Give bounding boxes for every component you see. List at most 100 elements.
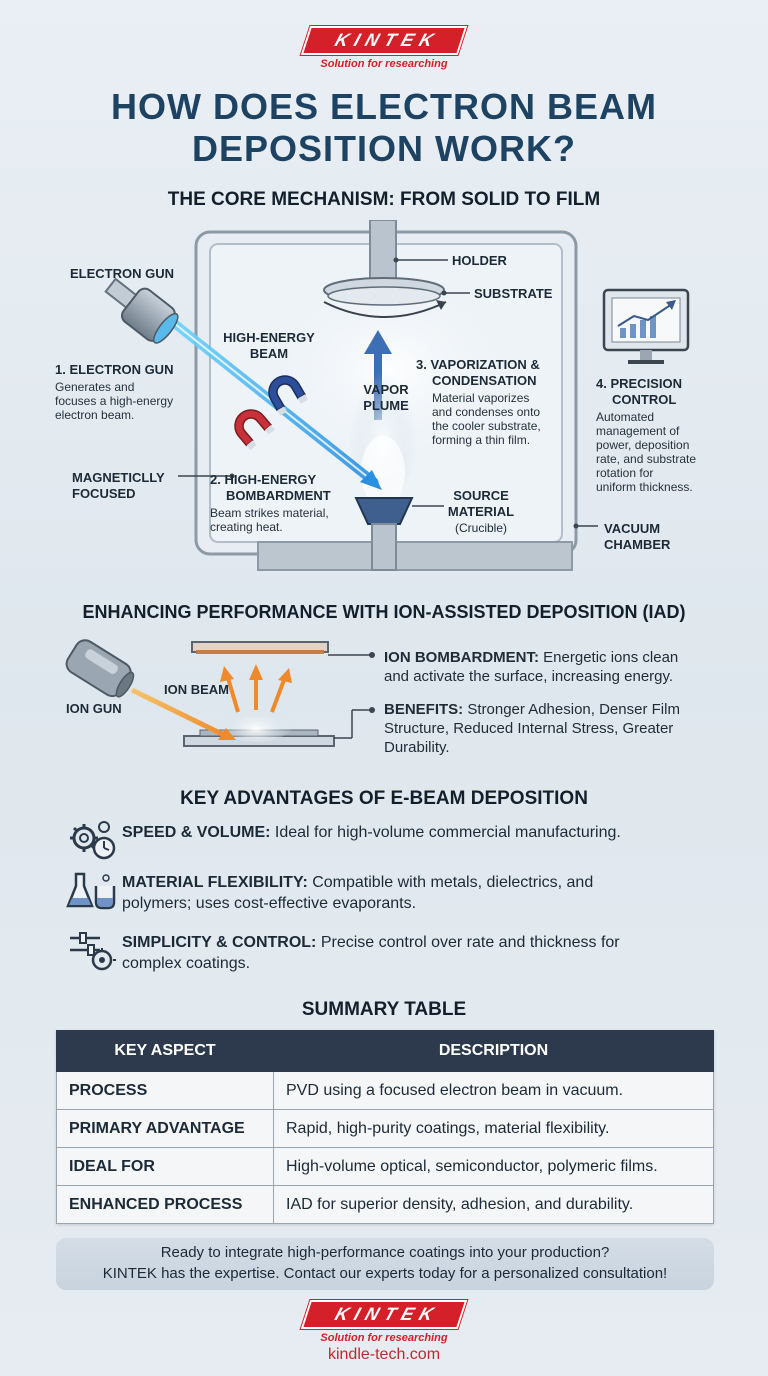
magnet-label-line-1: MAGNETICLLY — [72, 470, 165, 485]
table-cell-aspect: PRIMARY ADVANTAGE — [56, 1109, 274, 1148]
ion-gun-icon — [65, 639, 135, 698]
step-3-desc-line: and condenses onto — [432, 405, 541, 419]
advantages-heading: KEY ADVANTAGES OF E-BEAM DEPOSITION — [180, 788, 588, 809]
ion-bombardment-line: Energetic ions clean — [539, 649, 679, 666]
step-1-electron-gun: 1. ELECTRON GUN Generates and focuses a … — [55, 362, 205, 422]
benefits-text: BENEFITS: Stronger Adhesion, Denser Film… — [384, 700, 734, 757]
logo-wordmark: KINTEK — [300, 1300, 468, 1329]
gears-clock-icon — [70, 821, 116, 860]
logo-tagline: Solution for researching — [320, 1332, 448, 1344]
kintek-logo-bottom[interactable]: KINTEK Solution for researching — [300, 1300, 468, 1344]
ion-beam-label: ION BEAM — [164, 682, 229, 697]
advantage-material-title: MATERIAL FLEXIBILITY: — [122, 874, 308, 891]
step-4-desc-line: rate, and substrate — [596, 452, 697, 466]
electron-gun-label: ELECTRON GUN — [70, 266, 174, 281]
magnet-icon-lower — [234, 409, 275, 451]
advantage-material-flexibility: MATERIAL FLEXIBILITY: Compatible with me… — [66, 868, 726, 914]
step-4-desc: Automated management of power, depositio… — [596, 410, 726, 494]
table-row: IDEAL FOR High-volume optical, semicondu… — [56, 1147, 714, 1186]
magnet-label-line-2: FOCUSED — [72, 486, 136, 501]
iad-heading: ENHANCING PERFORMANCE WITH ION-ASSISTED … — [82, 602, 686, 622]
advantage-material-text: MATERIAL FLEXIBILITY: Compatible with me… — [122, 868, 593, 914]
vacuum-label-line-2: CHAMBER — [604, 537, 671, 552]
step-2-bombardment: 2. HIGH-ENERGY BOMBARDMENT Beam strikes … — [210, 472, 360, 534]
table-row: PRIMARY ADVANTAGE Rapid, high-purity coa… — [56, 1109, 714, 1148]
core-mechanism-heading: THE CORE MECHANISM: FROM SOLID TO FILM — [167, 189, 601, 210]
page-title-line-2: DEPOSITION WORK? — [192, 128, 576, 169]
cta-banner[interactable]: Ready to integrate high-performance coat… — [56, 1238, 714, 1290]
step-1-desc: Generates and focuses a high-energy elec… — [55, 380, 205, 422]
advantage-speed-volume: SPEED & VOLUME: Ideal for high-volume co… — [66, 818, 726, 862]
step-3-title-line-2: CONDENSATION — [432, 373, 537, 388]
summary-heading: SUMMARY TABLE — [301, 999, 467, 1020]
website-link[interactable]: kindle-tech.com — [327, 1346, 441, 1363]
step-4-desc-line: management of — [596, 424, 680, 438]
step-3-title-line-1: 3. VAPORIZATION & — [416, 357, 540, 372]
advantage-simplicity-text: SIMPLICITY & CONTROL: Precise control ov… — [122, 928, 620, 974]
advantage-speed-desc: Ideal for high-volume commercial manufac… — [270, 824, 621, 841]
benefits-title: BENEFITS: — [384, 701, 464, 718]
step-1-desc-line: electron beam. — [55, 408, 135, 422]
table-cell-aspect: ENHANCED PROCESS — [56, 1185, 274, 1224]
logo-tagline: Solution for researching — [320, 58, 448, 70]
holder-label: HOLDER — [452, 253, 507, 268]
vapor-label-line-1: VAPOR — [363, 382, 409, 397]
table-cell-description: IAD for superior density, adhesion, and … — [273, 1185, 714, 1224]
benefits-line: Stronger Adhesion, Denser Film — [463, 701, 680, 718]
ion-bombardment-line: and activate the surface, increasing ene… — [384, 668, 674, 685]
table-header-row: KEY ASPECT DESCRIPTION — [56, 1030, 714, 1072]
table-row: ENHANCED PROCESS IAD for superior densit… — [56, 1185, 714, 1224]
ion-bombardment-text: ION BOMBARDMENT: Energetic ions clean an… — [384, 648, 734, 686]
step-1-title: 1. ELECTRON GUN — [55, 362, 174, 377]
table-cell-aspect: IDEAL FOR — [56, 1147, 274, 1186]
magnet-icon-upper — [268, 375, 308, 416]
step-3-desc-line: Material vaporizes — [432, 391, 530, 405]
table-cell-description: High-volume optical, semiconductor, poly… — [273, 1147, 714, 1186]
advantage-simplicity-desc: complex coatings. — [122, 955, 251, 972]
summary-table: KEY ASPECT DESCRIPTION PROCESS PVD using… — [56, 1030, 714, 1224]
benefits-line: Durability. — [384, 739, 450, 756]
crucible — [354, 497, 414, 525]
step-2-title-line-2: BOMBARDMENT — [226, 488, 331, 503]
step-4-title-line-2: CONTROL — [612, 392, 677, 407]
ion-beam-arrow — [130, 687, 228, 739]
logo-wordmark: KINTEK — [300, 26, 468, 55]
vapor-arrow — [364, 330, 392, 354]
vacuum-chamber-label: VACUUM CHAMBER — [604, 521, 670, 553]
step-3-desc: Material vaporizes and condenses onto th… — [416, 391, 566, 447]
step-4-title-line-1: 4. PRECISION — [596, 376, 682, 391]
cta-line-2: KINTEK has the expertise. Contact our ex… — [102, 1265, 668, 1282]
source-label-line-1: SOURCE — [453, 488, 509, 503]
high-energy-beam-label: HIGH-ENERGY BEAM — [214, 330, 324, 362]
step-4-desc-line: power, deposition — [596, 438, 690, 452]
step-1-desc-line: focuses a high-energy — [55, 394, 174, 408]
kintek-logo-top: KINTEK Solution for researching — [300, 26, 468, 70]
sliders-target-icon — [70, 932, 116, 971]
ebeam-diagram — [104, 220, 690, 571]
beam-label-line-1: HIGH-ENERGY — [223, 330, 315, 345]
step-2-desc: Beam strikes material, creating heat. — [210, 506, 360, 534]
vacuum-label-line-1: VACUUM — [604, 521, 661, 536]
source-material-label: SOURCE MATERIAL (Crucible) — [446, 488, 516, 536]
source-label-line-2: MATERIAL — [447, 504, 515, 519]
step-2-desc-line: creating heat. — [210, 520, 283, 534]
vapor-label-line-2: PLUME — [363, 398, 409, 413]
step-4-desc-line: uniform thickness. — [596, 480, 693, 494]
beam-label-line-2: BEAM — [249, 346, 289, 361]
advantage-material-desc: Compatible with metals, dielectrics, and — [307, 874, 594, 891]
ion-gun-label: ION GUN — [66, 701, 122, 716]
advantage-speed-text: SPEED & VOLUME: Ideal for high-volume co… — [122, 818, 621, 843]
vapor-plume-label: VAPOR PLUME — [356, 382, 416, 414]
column-header: KEY ASPECT — [56, 1030, 274, 1072]
ion-bombardment-title: ION BOMBARDMENT: — [384, 649, 539, 666]
advantage-material-desc: polymers; uses cost-effective evaporants… — [122, 895, 417, 912]
lab-flask-icon — [66, 872, 116, 910]
column-header: DESCRIPTION — [273, 1030, 714, 1072]
monitor-chart-icon — [602, 288, 690, 364]
holder-shaft — [369, 220, 397, 283]
advantage-speed-title: SPEED & VOLUME: — [122, 824, 271, 841]
step-4-desc-line: rotation for — [596, 466, 654, 480]
iad-diagram — [65, 639, 375, 747]
advantage-simplicity-control: SIMPLICITY & CONTROL: Precise control ov… — [66, 928, 726, 974]
table-cell-description: PVD using a focused electron beam in vac… — [273, 1071, 714, 1110]
